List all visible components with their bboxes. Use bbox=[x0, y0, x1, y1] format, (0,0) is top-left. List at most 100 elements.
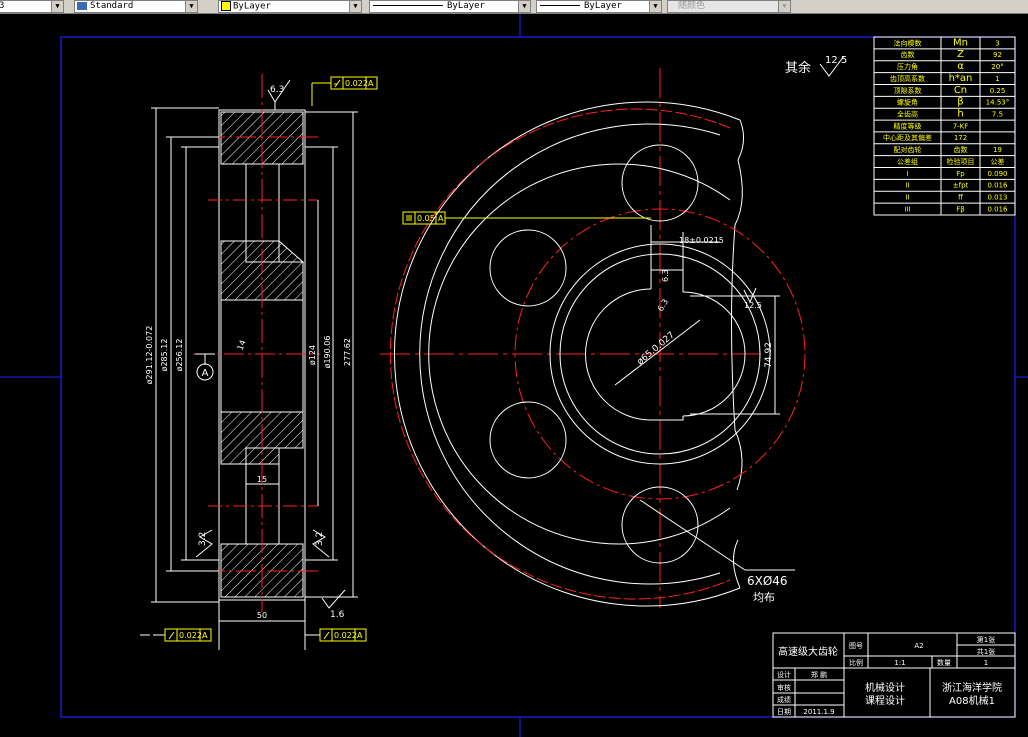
text-style-dropdown[interactable]: Standard▼ bbox=[74, 0, 198, 13]
chevron-down-icon[interactable]: ▼ bbox=[649, 1, 661, 12]
tol-flat-value: 0.05 bbox=[417, 214, 435, 223]
table-cell: 法向模数 bbox=[894, 38, 922, 47]
dim-277: 277.62 bbox=[343, 338, 352, 366]
dim-d: ø285.12 bbox=[160, 339, 169, 372]
linetype-sample bbox=[373, 5, 443, 6]
linetype-dropdown[interactable]: ByLayer ▼ bbox=[369, 0, 531, 13]
tolerance-frame-top: 0.022 A bbox=[311, 76, 378, 106]
table-cell: Fp bbox=[956, 170, 965, 178]
table-cell: h*an bbox=[949, 73, 973, 84]
qty-label: 数量 bbox=[937, 658, 951, 667]
tol-br-value: 0.022 bbox=[334, 631, 357, 640]
lineweight-value: ByLayer bbox=[584, 1, 622, 11]
dim-bore: ø124 bbox=[308, 345, 317, 365]
lineweight-dropdown[interactable]: ByLayer ▼ bbox=[536, 0, 662, 13]
table-cell: 92 bbox=[993, 51, 1002, 59]
tol-br-datum: A bbox=[357, 631, 363, 640]
left-dimensions bbox=[151, 107, 358, 650]
dim-df: ø256.12 bbox=[175, 339, 184, 372]
table-cell: 1 bbox=[995, 75, 999, 83]
sheet-label: 第1张 bbox=[977, 635, 995, 644]
table-cell: 172 bbox=[954, 134, 967, 142]
table-cell: 14.53° bbox=[986, 99, 1010, 107]
rough-32-right: 3.2 bbox=[315, 532, 325, 546]
drawing-canvas[interactable]: ø291.12-0.072 ø285.12 ø256.12 ø124 ø190.… bbox=[0, 14, 1028, 737]
class-name: A08机械1 bbox=[949, 694, 995, 707]
course-line-2: 课程设计 bbox=[865, 694, 905, 707]
table-cell: 螺旋角 bbox=[897, 98, 918, 107]
holes-note: 6XØ46 bbox=[747, 574, 788, 588]
rough-16: 1.6 bbox=[330, 610, 345, 620]
table-cell: Cn bbox=[954, 85, 967, 96]
table-cell: 齿顶高系数 bbox=[890, 74, 925, 83]
linetype-value: ByLayer bbox=[447, 1, 485, 11]
bore-dia: ø65.0.027 bbox=[636, 330, 677, 367]
chevron-down-icon[interactable]: ▼ bbox=[51, 1, 63, 12]
plotstyle-dropdown: 随颜色▼ bbox=[667, 0, 791, 13]
grade-label: 成绩 bbox=[777, 695, 791, 704]
table-cell: 0.016 bbox=[987, 205, 1008, 213]
tolerance-frame-bottom-right: 0.022 A bbox=[305, 628, 367, 642]
table-cell: 全齿高 bbox=[897, 110, 918, 119]
chevron-down-icon[interactable]: ▼ bbox=[349, 1, 361, 12]
design-label: 设计 bbox=[777, 670, 791, 679]
table-cell: β bbox=[957, 97, 963, 108]
dim-15: 15 bbox=[257, 475, 267, 484]
table-cell: II bbox=[905, 194, 909, 202]
datum-a-label: A bbox=[202, 368, 209, 379]
table-cell: 0.016 bbox=[987, 182, 1008, 190]
table-cell: 0.013 bbox=[987, 194, 1007, 202]
color-swatch bbox=[221, 1, 231, 11]
tol-top-value: 0.022 bbox=[345, 79, 368, 88]
dim-da: ø291.12-0.072 bbox=[145, 326, 154, 385]
table-cell: 顶隙系数 bbox=[894, 86, 922, 95]
table-cell: 0.25 bbox=[990, 87, 1006, 95]
plotstyle-value: 随颜色 bbox=[678, 1, 706, 11]
lineweight-sample bbox=[540, 5, 580, 6]
drawing-no-label: 图号 bbox=[849, 642, 863, 650]
gear-front-view bbox=[380, 68, 806, 608]
gear-section-view bbox=[193, 74, 320, 612]
table-cell: α bbox=[957, 61, 964, 72]
table-cell: Mn bbox=[953, 37, 968, 48]
review-label: 审核 bbox=[777, 683, 791, 692]
datum-a-symbol: A bbox=[195, 353, 215, 381]
table-cell: 压力角 bbox=[897, 62, 918, 71]
school-name: 浙江海洋学院 bbox=[942, 681, 1002, 694]
date-value: 2011.1.9 bbox=[803, 708, 834, 716]
tol-bl-datum: A bbox=[202, 631, 208, 640]
roughness-top bbox=[267, 79, 291, 110]
dim-hub: ø190.06 bbox=[323, 336, 332, 369]
table-cell: 齿数 bbox=[954, 145, 968, 154]
style-icon bbox=[77, 1, 87, 10]
table-cell: 19 bbox=[993, 146, 1002, 154]
table-cell: 检验项目 bbox=[947, 157, 975, 166]
color-value: ByLayer bbox=[233, 1, 271, 12]
rough-top-value: 6.3 bbox=[270, 85, 284, 95]
table-cell: 齿数 bbox=[901, 50, 915, 59]
tol-top-datum: A bbox=[368, 79, 374, 88]
table-cell: 精度等级 bbox=[894, 121, 922, 130]
key-width: 18±0.0215 bbox=[679, 236, 724, 245]
drawing-no: A2 bbox=[914, 642, 923, 650]
dim-74: 74.92 bbox=[764, 342, 774, 368]
table-cell: 20° bbox=[991, 63, 1003, 71]
title-block: 高速级大齿轮 图号 A2 第1张 共1张 比例 1:1 数量 1 设计 郑 鹏 … bbox=[772, 632, 1016, 718]
dimstyle-dropdown[interactable]: 3▼ bbox=[0, 0, 64, 13]
color-dropdown[interactable]: ByLayer ▼ bbox=[218, 0, 362, 13]
part-name: 高速级大齿轮 bbox=[778, 645, 838, 658]
date-label: 日期 bbox=[777, 708, 791, 716]
properties-toolbar: 3▼ Standard▼ ByLayer▼ ByLayer▼ ByLayer▼ … bbox=[0, 0, 1028, 14]
dim-50: 50 bbox=[257, 611, 267, 620]
total-label: 共1张 bbox=[977, 647, 995, 656]
tolerance-frame-flat: 0.05 A bbox=[402, 211, 651, 225]
rough-125: 12.5 bbox=[744, 301, 762, 310]
table-cell: 中心距及其偏差 bbox=[883, 133, 932, 142]
chevron-down-icon[interactable]: ▼ bbox=[185, 1, 197, 12]
scale-label: 比例 bbox=[849, 658, 863, 667]
surface-finish-note: 其余 bbox=[785, 60, 811, 76]
table-cell: ±fpt bbox=[953, 182, 969, 190]
rough-32-left: 3.2 bbox=[198, 532, 208, 546]
chevron-down-icon[interactable]: ▼ bbox=[518, 1, 530, 12]
